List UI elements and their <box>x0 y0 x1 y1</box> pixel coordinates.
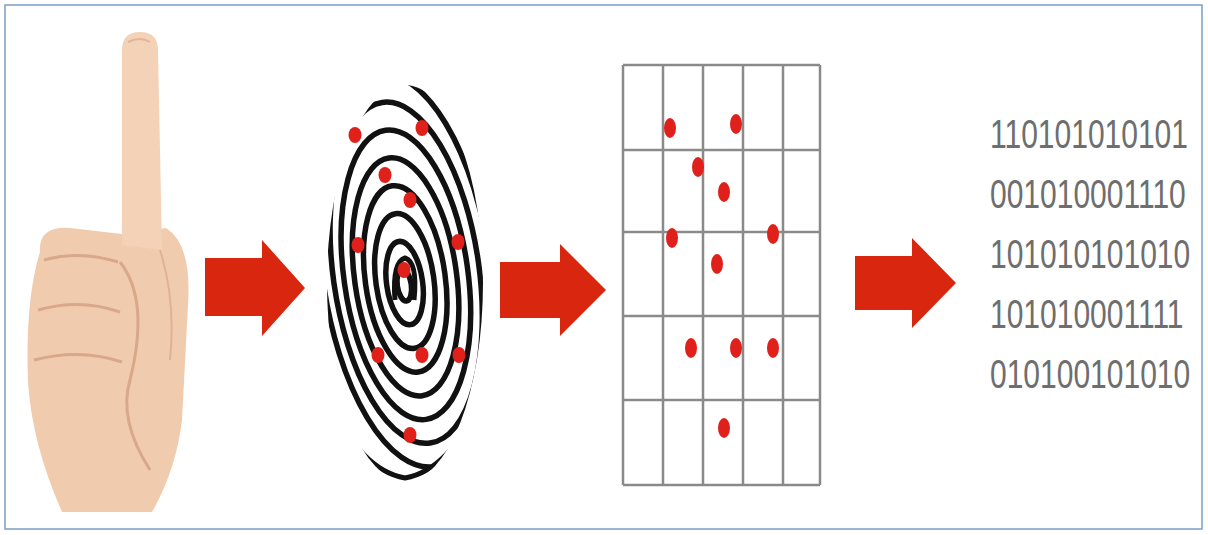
binary-code: 101010001111 <box>990 292 1184 336</box>
grid-line <box>742 65 745 485</box>
ridge <box>310 92 502 453</box>
binary-code: 001010001110 <box>990 172 1186 216</box>
ridge <box>330 400 480 478</box>
finger-crease <box>44 255 118 262</box>
grid-dot <box>767 224 779 244</box>
grid-line <box>662 65 665 485</box>
grid-line <box>623 484 820 487</box>
ridge <box>381 239 428 327</box>
minutia-dot <box>349 127 362 143</box>
minutia-dot <box>372 347 385 363</box>
frame <box>5 5 1202 529</box>
grid-points <box>664 114 779 438</box>
grid-line <box>623 315 820 318</box>
minutia-dot <box>404 427 417 443</box>
thumb-edge <box>120 262 150 470</box>
minutia-dot <box>379 167 392 183</box>
minutia-dot <box>404 192 417 208</box>
grid-line <box>623 149 820 152</box>
minutia-dot <box>398 262 411 278</box>
grid-line <box>782 65 785 485</box>
nail <box>128 39 150 42</box>
minutia-dot <box>416 120 429 136</box>
grid-line <box>623 231 820 234</box>
grid-dot <box>718 182 730 202</box>
binary-code: 010100101010 <box>990 352 1190 396</box>
index-finger <box>122 32 162 250</box>
grid-line <box>819 65 822 485</box>
ridge <box>296 63 517 479</box>
minutiae-points <box>349 120 466 443</box>
grid-dot <box>685 338 697 358</box>
finger-crease <box>38 304 120 312</box>
fingerprint <box>296 63 517 479</box>
flow-arrow <box>500 244 606 336</box>
grid-dot <box>718 418 730 438</box>
grid-dot <box>664 118 676 138</box>
hand <box>28 32 189 512</box>
flow-arrow <box>855 238 956 328</box>
grid-dot <box>692 157 704 177</box>
hand-shade <box>160 250 172 360</box>
fist <box>28 228 189 512</box>
grid-dot <box>767 338 779 358</box>
minutia-dot <box>453 347 466 363</box>
grid-dot <box>730 338 742 358</box>
grid-line <box>623 399 820 402</box>
flow-arrow <box>205 240 305 336</box>
binary-code: 101010101010 <box>990 232 1190 276</box>
minutia-dot <box>452 234 465 250</box>
ridge <box>338 151 472 403</box>
grid-line <box>623 64 820 67</box>
grid-dot <box>666 228 678 248</box>
grid-dot <box>711 254 723 274</box>
grid-dot <box>730 114 742 134</box>
grid <box>623 65 820 485</box>
grid-line <box>702 65 705 485</box>
binary-code: 110101010101 <box>990 112 1188 156</box>
minutia-dot <box>416 347 429 363</box>
grid-line <box>622 65 625 485</box>
ridge-core <box>394 258 415 300</box>
minutia-dot <box>352 237 365 253</box>
finger-crease <box>34 354 122 362</box>
